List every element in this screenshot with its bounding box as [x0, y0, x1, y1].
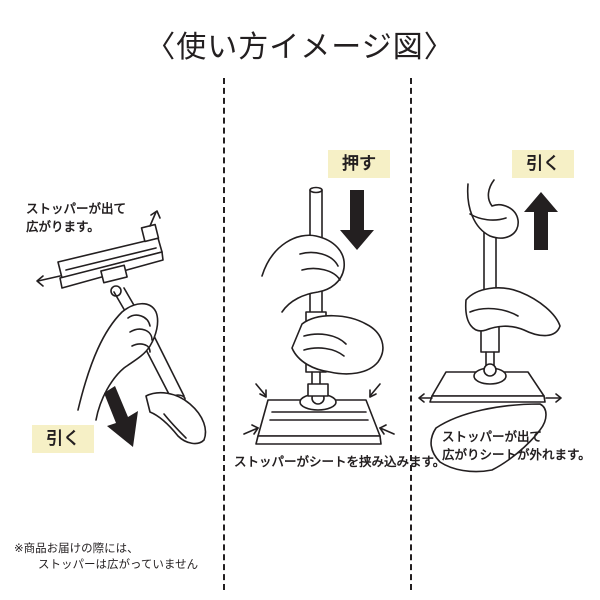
panel3-hand-icon — [464, 179, 561, 337]
panel3-action-label: 引く — [512, 150, 574, 178]
panel3-caption: ストッパーが出て 広がりシートが外れます。 — [442, 428, 591, 464]
panel2-mop-head-icon — [255, 383, 382, 445]
footnote-line2: ストッパーは広がっていません — [38, 557, 199, 571]
panel2-arrow-down-icon — [340, 190, 374, 250]
divider-2 — [410, 78, 412, 590]
panel1-caption-line2: 広がります。 — [26, 219, 100, 234]
panel1-arrow-down-icon — [104, 386, 138, 447]
panel2-caption-line1: ストッパーがシートを挟み込みます。 — [234, 454, 446, 469]
panel1-hand-icon — [77, 302, 207, 445]
panel3-caption-line1: ストッパーが出て — [442, 429, 543, 444]
panel2-action-label: 押す — [328, 150, 390, 178]
footnote-line1: ※商品お届けの際には、 — [14, 541, 139, 555]
panel1-mop-head-icon — [57, 223, 164, 297]
panel1-action-label: 引く — [32, 425, 94, 453]
panel2-caption: ストッパーがシートを挟み込みます。 — [234, 453, 445, 471]
panel2-hand-icon — [261, 234, 384, 375]
panel3-stopper-arrows — [418, 393, 562, 403]
divider-1 — [223, 78, 225, 590]
panel3-mop-head-icon — [429, 363, 546, 403]
panel3-sheet — [430, 403, 547, 473]
panel1-stopper-arrows — [36, 210, 161, 287]
footnote: ※商品お届けの際には、 ストッパーは広がっていません — [14, 540, 198, 572]
page-title: 〈使い方イメージ図〉 — [145, 30, 455, 65]
panel1-caption-line1: ストッパーが出て — [26, 201, 127, 216]
panel1-caption: ストッパーが出て 広がります。 — [26, 200, 126, 236]
panel3-caption-line2: 広がりシートが外れます。 — [442, 447, 591, 462]
panel3-arrow-up-icon — [524, 192, 558, 250]
panel2-stopper-arrows — [243, 383, 395, 435]
